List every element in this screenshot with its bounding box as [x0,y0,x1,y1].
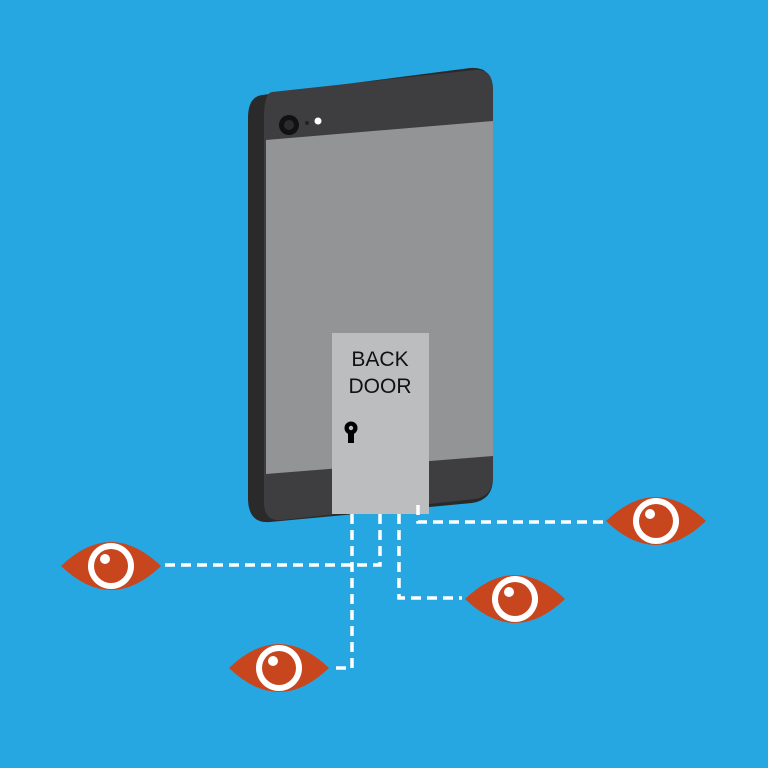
back-door [332,333,429,514]
camera-lens-highlight [284,120,294,130]
eye-icon [465,575,565,623]
connector-left [165,514,382,567]
connector-bottom-left [330,514,354,670]
door-label-line-1: BACK [351,348,409,371]
phone-screen [266,121,493,474]
connector-bottom-right [397,514,462,600]
eye-icon [229,644,329,692]
sensor-dot-icon [305,121,309,125]
eye-icon [606,497,706,545]
door-label-line-2: DOOR [348,375,412,398]
eye-icon [61,542,161,590]
flash-icon [314,117,322,125]
phone-illustration [248,67,493,523]
connector-right [416,505,604,524]
connector-lines [165,505,604,670]
door-label: BACK DOOR [334,346,426,400]
keyhole-icon [344,421,358,443]
